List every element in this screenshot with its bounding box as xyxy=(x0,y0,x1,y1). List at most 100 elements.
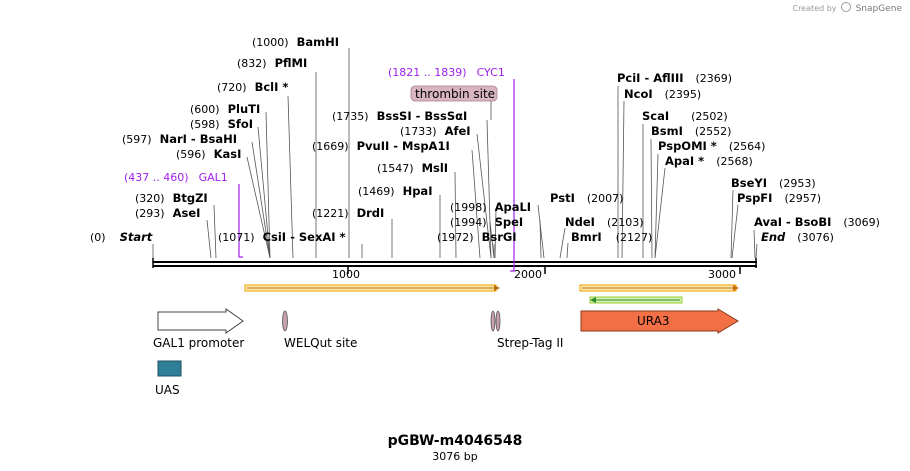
feature-gal1-promoter: GAL1 promoter xyxy=(153,308,244,350)
site-start: (0) Start xyxy=(90,230,153,244)
site-name: HpaI xyxy=(403,184,433,198)
feature-label: UAS xyxy=(155,383,180,397)
site-pos: (2564) xyxy=(729,140,766,153)
svg-text:(1994)SpeI: (1994)SpeI xyxy=(450,215,523,229)
site-pos: (1733) xyxy=(400,125,437,138)
site-pos: (596) xyxy=(176,148,206,161)
site-name: Start xyxy=(120,230,153,244)
site-name: CsiI - SexAI * xyxy=(263,230,346,244)
snapgene-credit: Created by SnapGene xyxy=(792,2,902,14)
site-name: End xyxy=(761,230,786,244)
site-name: AfeI xyxy=(445,124,471,138)
site-pos: (2369) xyxy=(696,72,733,85)
site-nari: (597) NarI - BsaHI xyxy=(122,132,237,146)
thrombin-text: thrombin site xyxy=(415,87,495,101)
site-name: BamHI xyxy=(297,35,339,49)
thrombin-site-label: thrombin site xyxy=(410,85,498,120)
site-pos: (832) xyxy=(237,57,267,70)
site-bmri: BmrI(2127) xyxy=(571,230,652,244)
site-pos: (597) xyxy=(122,133,152,146)
site-pvuii: (1669)PvuII - MspA1I xyxy=(312,139,450,153)
svg-text:(437 .. 460)GAL1: (437 .. 460) GAL1 xyxy=(124,171,228,184)
site-avai: AvaI - BsoBI (3069) xyxy=(754,215,880,229)
feature-name: GAL1 xyxy=(199,171,228,184)
feature-pos: (1821 .. 1839) xyxy=(388,66,467,79)
plasmid-name: pGBW-m4046548 xyxy=(388,433,523,449)
site-pos: (2103) xyxy=(607,216,644,229)
feature-pos: (437 .. 460) xyxy=(124,171,189,184)
site-pos: (1547) xyxy=(377,162,414,175)
svg-text:(598)SfoI: (598)SfoI xyxy=(190,117,253,131)
site-csii: (1071) CsiI - SexAI * xyxy=(218,230,346,244)
site-name: NarI - BsaHI xyxy=(160,132,237,146)
site-name: MslI xyxy=(422,161,449,175)
site-pos: (1000) xyxy=(252,36,289,49)
site-pos: (2127) xyxy=(616,231,653,244)
site-pos: (2395) xyxy=(665,88,702,101)
svg-text:(0)Start: (0) Start xyxy=(90,230,153,244)
site-pos: (2552) xyxy=(695,125,732,138)
site-name: KasI xyxy=(214,147,242,161)
site-name: DrdI xyxy=(357,206,385,220)
feature-label: Strep-Tag II xyxy=(497,336,563,350)
site-apali: (1998)ApaLI xyxy=(450,200,531,214)
tick-label: 3000 xyxy=(708,268,736,281)
site-pos: (3069) xyxy=(843,216,880,229)
svg-text:ScaI(2502): ScaI(2502) xyxy=(642,109,728,123)
site-pluti: (600) PluTI xyxy=(190,102,260,116)
svg-text:(1000)BamHI: (1000) BamHI xyxy=(252,35,339,49)
svg-text:(1821 .. 1839)CYC1: (1821 .. 1839)CYC1 xyxy=(388,66,505,79)
svg-text:PspFI(2957): PspFI(2957) xyxy=(737,191,821,205)
site-afei: (1733) AfeI xyxy=(400,124,471,138)
svg-text:(1735)BssSI - BssSαI: (1735) BssSI - BssSαI xyxy=(332,109,467,123)
site-name: PluTI xyxy=(228,102,261,116)
site-pos: (600) xyxy=(190,103,220,116)
svg-text:(1071)CsiI - SexAI *: (1071) CsiI - SexAI * xyxy=(218,230,346,244)
site-name: PstI xyxy=(550,191,575,205)
site-pos: (293) xyxy=(135,207,165,220)
credit-brand: SnapGene xyxy=(855,4,902,14)
site-name: BtgZI xyxy=(173,191,208,205)
feature-label: GAL1 promoter xyxy=(153,336,244,350)
site-asei: (293)AseI xyxy=(135,206,200,220)
svg-text:BmrI(2127): BmrI(2127) xyxy=(571,230,652,244)
site-name: SfoI xyxy=(228,117,253,131)
svg-text:(1221)DrdI: (1221)DrdI xyxy=(312,206,384,220)
site-pos: (1994) xyxy=(450,216,487,229)
site-pos: (3076) xyxy=(797,231,834,244)
site-name: PvuII - MspA1I xyxy=(357,139,450,153)
site-name: PflMI xyxy=(275,56,308,70)
site-ndei: NdeI (2103) xyxy=(565,215,644,229)
svg-text:ApaI *(2568): ApaI *(2568) xyxy=(665,154,753,168)
svg-text:(597)NarI - BsaHI: (597) NarI - BsaHI xyxy=(122,132,237,146)
site-scai: ScaI(2502) xyxy=(642,109,728,123)
site-pos: (1998) xyxy=(450,201,487,214)
site-name: NdeI xyxy=(565,215,595,229)
site-name: AvaI - BsoBI xyxy=(754,215,831,229)
svg-text:(1733)AfeI: (1733) AfeI xyxy=(400,124,471,138)
site-msli: (1547) MslI xyxy=(377,161,448,175)
feature-uas: UAS xyxy=(155,360,182,397)
site-pos: (1735) xyxy=(332,110,369,123)
svg-text:PspOMI *(2564): PspOMI * (2564) xyxy=(658,139,765,153)
svg-text:BsmI(2552): BsmI(2552) xyxy=(651,124,731,138)
svg-text:(600)PluTI: (600) PluTI xyxy=(190,102,260,116)
site-pflmi: (832) PflMI xyxy=(237,56,307,70)
site-pos: (0) xyxy=(90,231,106,244)
site-name: BclI * xyxy=(255,80,289,94)
site-name: BssSI - BssSαI xyxy=(377,109,468,123)
site-leader-lines xyxy=(152,48,758,259)
svg-text:AvaI - BsoBI(3069): AvaI - BsoBI (3069) xyxy=(754,215,880,229)
site-drdi: (1221)DrdI xyxy=(312,206,384,220)
site-name: PspOMI * xyxy=(658,139,717,153)
site-name: PciI - AflIII xyxy=(617,71,684,85)
tick-label: 1000 xyxy=(332,268,360,281)
site-psti: PstI(2007) xyxy=(550,191,623,205)
site-pcii: PciI - AflIII (2369) xyxy=(617,71,732,85)
site-pos: (1071) xyxy=(218,231,255,244)
site-end: End (3076) xyxy=(761,230,834,244)
site-bsssi: (1735) BssSI - BssSαI xyxy=(332,109,467,123)
svg-text:NcoI(2395): NcoI(2395) xyxy=(624,87,701,101)
site-apai: ApaI *(2568) xyxy=(665,154,753,168)
